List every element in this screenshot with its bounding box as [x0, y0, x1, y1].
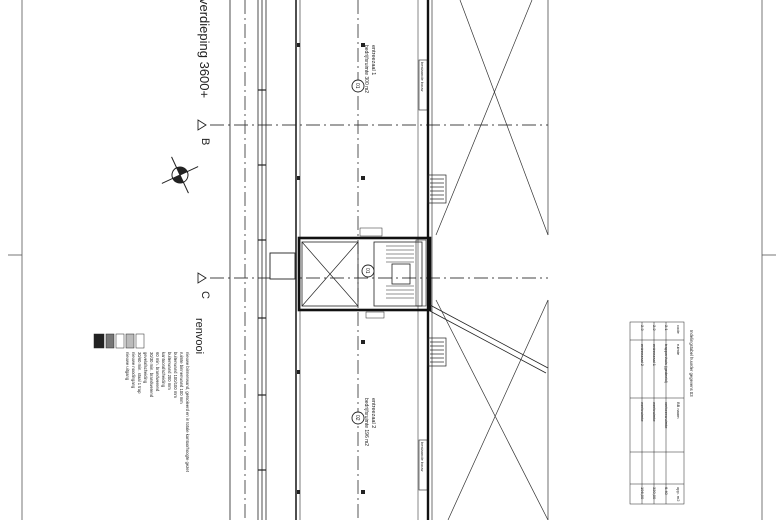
- schedule-cell: 2.2: [652, 325, 657, 331]
- schedule-cell: werkruimte: [652, 402, 657, 422]
- floor-title: verdieping 3600+: [197, 0, 212, 98]
- legend-item-9: 30/60 min. staal 1 trap: [137, 352, 142, 394]
- schedule-cell: 2.1: [664, 325, 669, 331]
- schedule-table: [629, 321, 685, 505]
- side-note-2: bestaande bouw: [420, 442, 425, 471]
- space-2-name: entreezaal 2: [370, 398, 376, 428]
- schedule-cell: 196,00: [640, 487, 645, 500]
- space-1-badge: 01: [354, 83, 360, 89]
- axis-marker-b: B: [197, 119, 211, 145]
- schedule-cell: werkruimte: [640, 402, 645, 422]
- central-core: [297, 227, 432, 319]
- axis-label-b: B: [199, 138, 211, 145]
- legend-item-7: 30/30 min. brandwerend: [149, 352, 154, 398]
- legend-item-2: ruimte binnenwand 100 mm: [179, 352, 184, 404]
- core-badge: 01: [361, 264, 375, 278]
- legend-item-1: nieuwe binnenwand, geïsoleerd en in tota…: [185, 352, 190, 473]
- exterior-stair-lower: [427, 337, 447, 367]
- space-2-badge: 02: [354, 415, 360, 421]
- axis-marker-c: C: [197, 272, 211, 299]
- space-entreezaal-2: entreezaal 2 bedrijfsruimte 196 m2 02: [351, 398, 376, 446]
- schedule-row-1: 2.1 trappenhuis (gedeeld) verkeersruimte…: [664, 325, 669, 496]
- facade-box: [269, 252, 296, 280]
- schedule-cell: 320,00: [652, 487, 657, 500]
- facade-ticks: [258, 89, 266, 471]
- schedule-row-3: 2.3 entreezaal 2 werkruimte 196,00: [640, 325, 645, 500]
- right-facade-wall: [417, 0, 433, 520]
- legend-item-8: gevelafscheiding: [143, 352, 148, 384]
- north-arrow-icon: [161, 156, 199, 194]
- schedule-cell: verkeersruimte: [664, 402, 669, 429]
- space-1-area: bedrijfsruimte 300 m2: [363, 45, 369, 93]
- legend-item-3: buitenwand 100/100 mm: [173, 352, 178, 398]
- schedule-cell: trappenhuis (gedeeld): [664, 344, 669, 384]
- space-1-name: entreezaal 1: [370, 45, 376, 75]
- legend-title: renvooi: [193, 318, 205, 354]
- legend-item-4: buitenwand 200 mm: [167, 352, 172, 390]
- schedule-header-opp: opp. m2: [676, 487, 681, 502]
- schedule-header-code: code: [676, 325, 681, 334]
- legend-swatches: [93, 333, 145, 349]
- legend-item-6: 60 min. brandwerend: [155, 352, 160, 392]
- grid-axis-lines: [210, 0, 548, 520]
- schedule-title: Indelingstabel huurder gegevens 03: [689, 330, 694, 397]
- legend-item-10: nieuwe noodingang: [131, 352, 136, 389]
- schedule-cell: 6.40: [664, 487, 669, 496]
- schedule-headers: code ruimte BB naam opp. m2: [676, 325, 681, 502]
- schedule-row-2: 2.2 entreezaal 1 werkruimte 320,00: [652, 325, 657, 500]
- sheet-frame: [8, 0, 776, 520]
- space-2-area: bedrijfsruimte 196 m2: [363, 398, 369, 446]
- columns: [297, 43, 365, 494]
- space-entreezaal-1: entreezaal 1 bedrijfsruimte 300 m2 01: [351, 45, 376, 93]
- side-note-1: bestaande bouw: [420, 62, 425, 91]
- side-note-strips: [418, 59, 428, 491]
- schedule-header-bbnaam: BB naam: [676, 402, 681, 419]
- void-diagonals: [435, 0, 549, 520]
- facade-lines: [229, 0, 301, 520]
- legend-item-5: kantoorafscheiding: [161, 352, 166, 388]
- schedule-cell: entreezaal 1: [652, 344, 657, 367]
- schedule-cell: entreezaal 2: [640, 344, 645, 367]
- legend-items: nieuwe binnenwand, geïsoleerd en in tota…: [125, 352, 190, 473]
- exterior-stair-upper: [427, 174, 447, 204]
- legend-item-11: nieuwe uitgang: [125, 352, 130, 381]
- schedule-header-ruimte: ruimte: [676, 344, 681, 356]
- walkway-diagonal: [429, 304, 549, 374]
- schedule-cell: 2.3: [640, 325, 645, 331]
- axis-label-c: C: [199, 291, 211, 299]
- core-badge-label: 01: [364, 268, 370, 274]
